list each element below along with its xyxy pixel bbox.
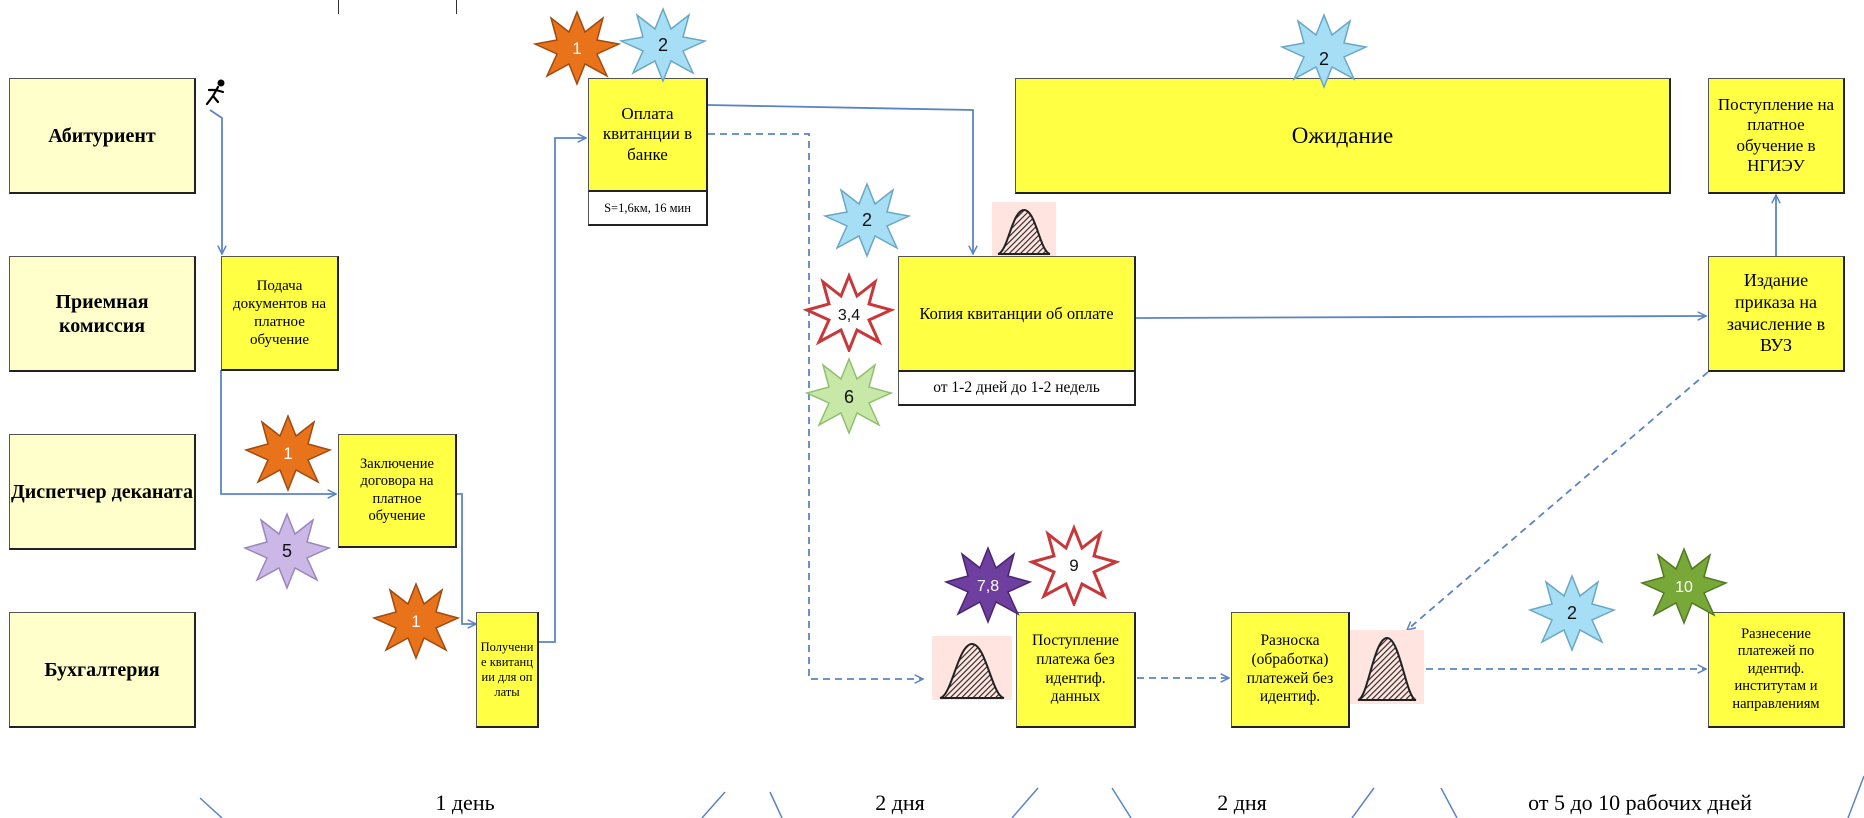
problem-marker-label: 5: [282, 541, 292, 561]
step-receipt-copy-note-label: от 1-2 дней до 1-2 недель: [933, 379, 1100, 396]
step-enrollment: Поступление на платное обучение в НГИЭУ: [1708, 78, 1845, 194]
problem-marker-star: 1: [244, 413, 332, 492]
problem-marker-label: 10: [1675, 579, 1693, 596]
timeline-segment-3: 2 дня: [1172, 790, 1312, 816]
step-submit-documents-label: Подача документов на платное обучение: [232, 278, 327, 348]
arrow-receipt-to-bank: [539, 138, 586, 643]
problem-marker-star: 1: [533, 9, 621, 86]
queue-icon: [1350, 630, 1424, 704]
step-bank-payment-label: Оплата квитанции в банке: [602, 103, 693, 164]
lane-applicant: Абитуриент: [9, 78, 196, 194]
timeline-segment-4: от 5 до 10 рабочих дней: [1490, 790, 1790, 816]
lane-dispatcher: Диспетчер деканата: [9, 434, 196, 550]
timeline-segment-2-label: 2 дня: [875, 790, 925, 815]
problem-marker-star: 2: [619, 6, 707, 83]
step-contract-label: Заключение договора на платное обучение: [360, 455, 434, 524]
step-bank-payment-note-label: S=1,6км, 16 мин: [604, 200, 691, 215]
step-receipt-copy: Копия квитанции об оплате: [898, 256, 1136, 372]
problem-marker-star: 1: [372, 581, 460, 660]
problem-marker-star: 10: [1640, 546, 1728, 625]
timeline-segment-1-label: 1 день: [435, 790, 495, 815]
step-contract: Заключение договора на платное обучение: [338, 434, 457, 548]
problem-marker-label: 1: [283, 444, 292, 463]
lane-applicant-label: Абитуриент: [48, 124, 156, 147]
step-receipt-copy-label: Копия квитанции об оплате: [919, 303, 1114, 323]
problem-marker-label: 9: [1069, 556, 1078, 575]
problem-marker-label: 7,8: [977, 578, 999, 595]
top-divider-line: [456, 0, 457, 14]
step-payment-no-id: Поступление платежа без идентиф. данных: [1016, 612, 1136, 728]
problem-marker-label: 2: [1319, 49, 1329, 69]
step-distribution: Разнесение платежей по идентиф. институт…: [1708, 612, 1845, 728]
problem-marker-star: 5: [243, 511, 331, 590]
problem-marker-label: 2: [658, 35, 668, 55]
top-divider-line: [338, 0, 339, 14]
problem-marker-label: 1: [572, 39, 581, 58]
problem-marker-star: 9: [1028, 524, 1120, 606]
problem-marker-label: 2: [862, 210, 872, 230]
timeline-segment-4-label: от 5 до 10 рабочих дней: [1528, 790, 1752, 815]
timeline-segment-1: 1 день: [380, 790, 550, 816]
step-waiting-label: Ожидание: [1291, 122, 1394, 148]
problem-marker-star: 3,4: [803, 272, 895, 352]
lane-admission-label: Приемная комиссия: [55, 290, 149, 337]
problem-marker-star: 6: [804, 356, 894, 435]
step-receipt: Получение квитанции для оплаты: [476, 612, 539, 728]
problem-marker-label: 6: [844, 387, 854, 407]
step-bank-payment-note: S=1,6км, 16 мин: [588, 192, 708, 226]
lane-admission: Приемная комиссия: [9, 256, 196, 372]
step-bank-payment: Оплата квитанции в банке: [588, 78, 708, 192]
star-shape: [533, 9, 621, 86]
step-order-label: Издание приказа на зачисление в ВУЗ: [1726, 270, 1826, 356]
lane-accounting-label: Бухгалтерия: [44, 658, 160, 681]
problem-marker-label: 1: [411, 612, 420, 631]
problem-marker-star: 2: [823, 181, 911, 258]
step-submit-documents: Подача документов на платное обучение: [221, 256, 339, 371]
problem-marker-label: 3,4: [838, 307, 860, 324]
arrow-copy-to-order: [1134, 316, 1706, 318]
lane-dispatcher-label: Диспетчер деканата: [11, 480, 193, 503]
arrow-applicant-to-submit: [209, 109, 222, 254]
problem-marker-label: 2: [1567, 603, 1577, 623]
problem-marker-star: 2: [1528, 573, 1616, 652]
step-enrollment-label: Поступление на платное обучение в НГИЭУ: [1717, 94, 1835, 175]
queue-icon: [992, 202, 1056, 256]
step-processing: Разноска (обработка) платежей без иденти…: [1231, 612, 1350, 728]
step-receipt-copy-note: от 1-2 дней до 1-2 недель: [898, 372, 1136, 406]
step-receipt-label: Получение квитанции для оплаты: [480, 639, 534, 699]
timeline-segment-2: 2 дня: [830, 790, 970, 816]
queue-icon: [932, 636, 1012, 700]
step-payment-no-id-label: Поступление платежа без идентиф. данных: [1032, 632, 1119, 706]
step-order: Издание приказа на зачисление в ВУЗ: [1708, 256, 1845, 372]
step-waiting: Ожидание: [1015, 78, 1671, 194]
timeline-segment-3-label: 2 дня: [1217, 790, 1267, 815]
problem-marker-star: 2: [1280, 12, 1368, 89]
problem-marker-star: 7,8: [944, 545, 1032, 624]
walking-person-icon: [205, 79, 225, 106]
step-distribution-label: Разнесение платежей по идентиф. институт…: [1732, 626, 1820, 712]
step-processing-label: Разноска (обработка) платежей без иденти…: [1246, 632, 1334, 706]
lane-accounting: Бухгалтерия: [9, 612, 196, 728]
